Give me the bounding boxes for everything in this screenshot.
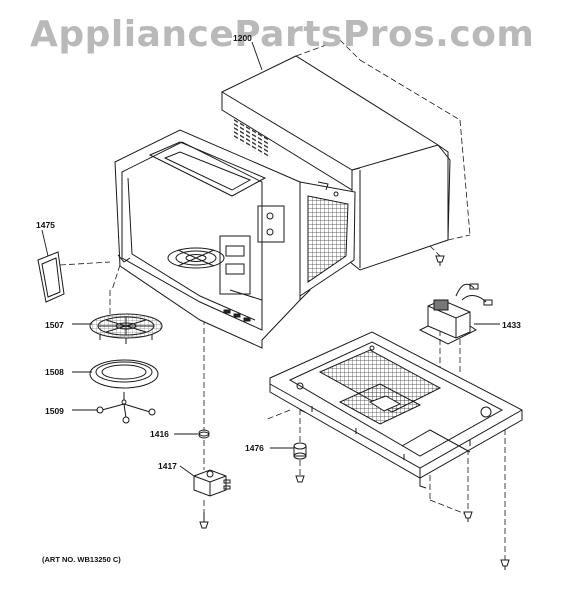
- callout-1200: 1200: [233, 33, 252, 43]
- foot-1476: [294, 443, 306, 482]
- callout-1508: 1508: [45, 367, 64, 377]
- case-screw: [436, 256, 444, 266]
- spacer-1416: [199, 430, 209, 438]
- glass-tray-1508: [90, 360, 158, 388]
- oven-cavity-frame: [115, 130, 310, 348]
- art-number: (ART NO. WB13250 C): [42, 555, 121, 564]
- callout-1476: 1476: [245, 443, 264, 453]
- coupler-1509: [97, 392, 155, 423]
- callout-1509: 1509: [45, 406, 64, 416]
- turntable-motor-1417: [194, 470, 230, 528]
- callout-1507: 1507: [45, 320, 64, 330]
- cavity-back-panel: [300, 182, 355, 296]
- callout-1433: 1433: [502, 320, 521, 330]
- callout-1416: 1416: [150, 429, 169, 439]
- outer-case-1200: [222, 56, 450, 270]
- turntable-support-1507: [90, 314, 162, 344]
- transformer-1433: [420, 284, 492, 344]
- base-screws: [464, 512, 509, 570]
- base-plate: [270, 332, 522, 488]
- watermark-text: AppliancePartsPros.com: [30, 14, 535, 55]
- callout-1417: 1417: [158, 461, 177, 471]
- leader-lines: [42, 42, 500, 476]
- waveguide-cover-1475: [38, 252, 64, 302]
- callout-1475: 1475: [36, 220, 55, 230]
